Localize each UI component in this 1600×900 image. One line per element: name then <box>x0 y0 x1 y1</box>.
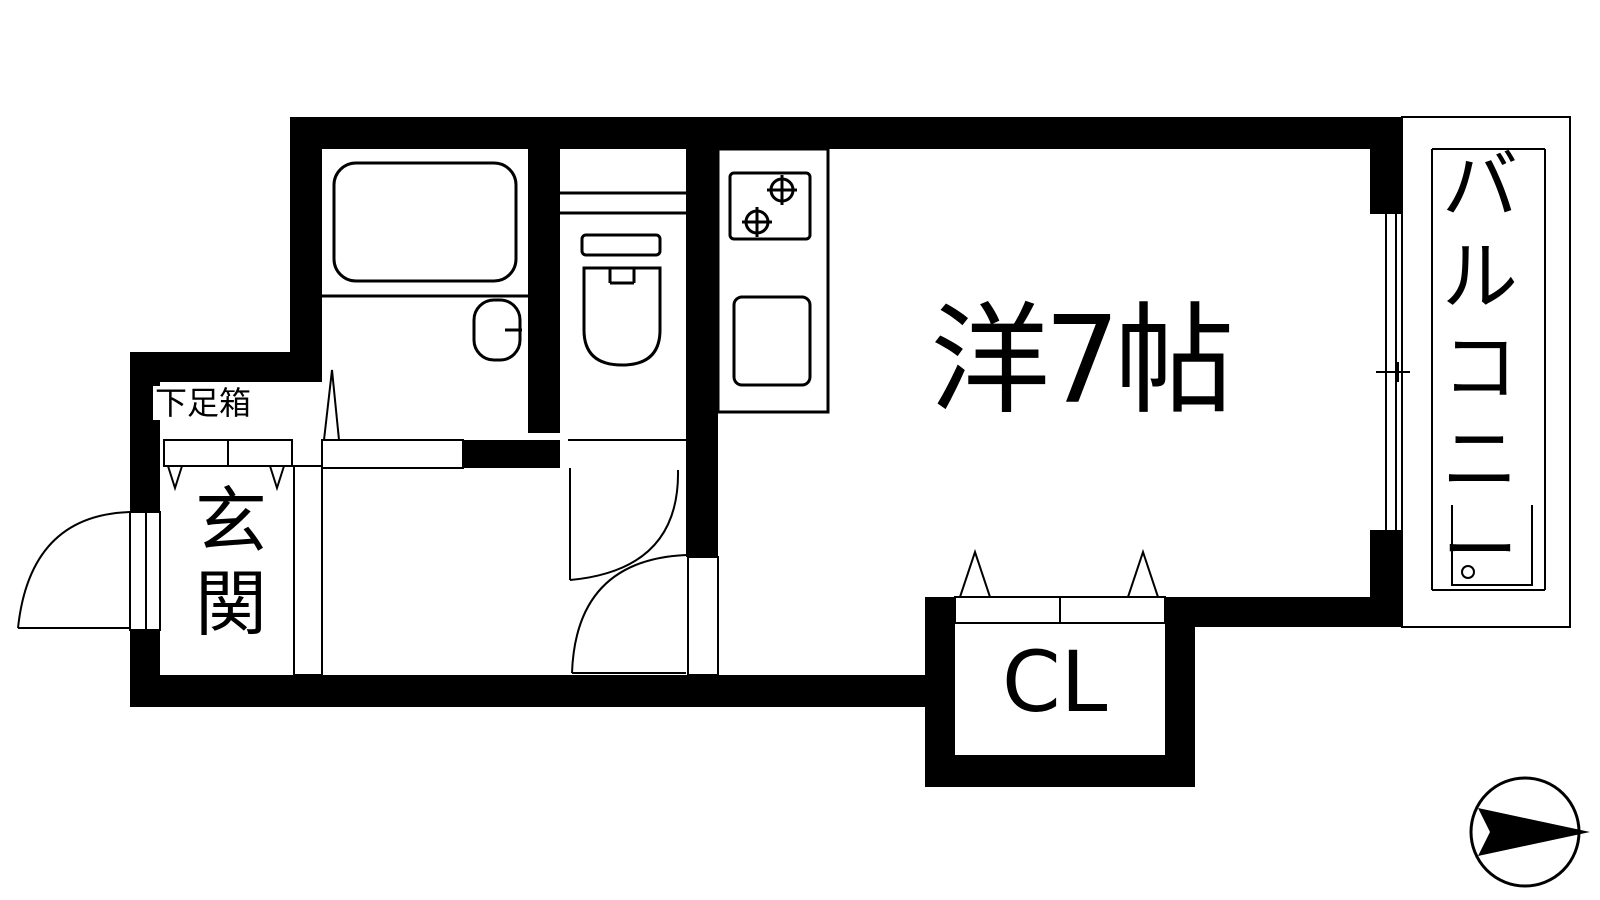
shoe-box-label: 下足箱 <box>153 384 254 422</box>
main-room-label: 洋7帖 <box>930 292 1234 431</box>
kitchen-counter <box>716 147 830 414</box>
sink <box>732 295 812 387</box>
walls <box>130 117 1402 787</box>
fixtures <box>17 116 1571 676</box>
entrance-label: 玄関 <box>194 479 267 646</box>
balcony-label: バルコニー <box>1442 141 1518 595</box>
bath-door <box>323 369 340 441</box>
toilet-tank <box>580 233 662 257</box>
room-door-swing <box>571 554 687 674</box>
toilet-bowl <box>582 266 662 367</box>
north-arrow-icon <box>1469 776 1590 888</box>
closet-label: CL <box>1002 633 1108 731</box>
toilet-door-swing <box>569 469 680 581</box>
bathtub <box>332 161 518 283</box>
stove <box>728 171 812 241</box>
entrance-door-swing <box>17 511 131 629</box>
